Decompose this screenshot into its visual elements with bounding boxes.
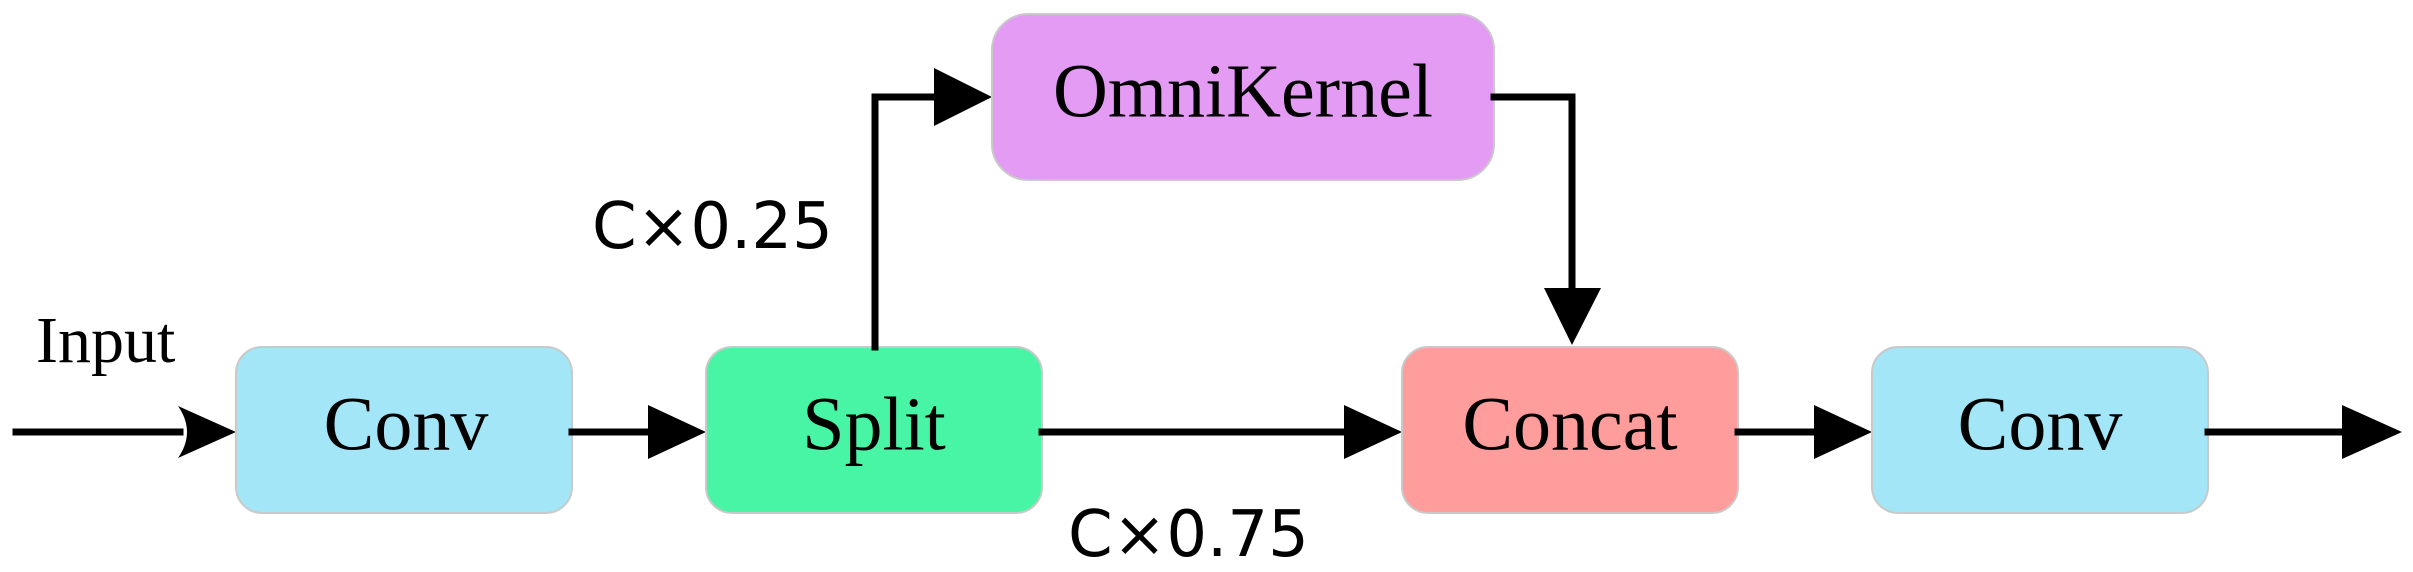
output-arrow bbox=[2204, 405, 2402, 459]
conv-block-1-label: Conv bbox=[324, 382, 489, 466]
input-arrow bbox=[12, 406, 236, 458]
conv-block-2: Conv bbox=[1871, 346, 2209, 514]
split-to-concat-arrow bbox=[1038, 405, 1402, 459]
lower-branch-ratio-label: C×0.75 bbox=[1068, 498, 1309, 572]
omnikernel-block-label: OmniKernel bbox=[1053, 49, 1433, 133]
split-block-label: Split bbox=[802, 382, 946, 466]
concat-block-label: Concat bbox=[1462, 382, 1677, 466]
input-label: Input bbox=[36, 304, 175, 377]
conv-to-split-arrow bbox=[568, 405, 706, 459]
split-to-omnikernel-arrow bbox=[871, 68, 992, 351]
conv-block-1: Conv bbox=[235, 346, 573, 514]
concat-block: Concat bbox=[1401, 346, 1739, 514]
omnikernel-to-concat-arrow bbox=[1490, 93, 1601, 345]
concat-to-conv-arrow bbox=[1734, 405, 1872, 459]
upper-branch-ratio-label: C×0.25 bbox=[592, 190, 833, 264]
omnikernel-block: OmniKernel bbox=[991, 13, 1495, 181]
split-block: Split bbox=[705, 346, 1043, 514]
conv-block-2-label: Conv bbox=[1958, 382, 2123, 466]
